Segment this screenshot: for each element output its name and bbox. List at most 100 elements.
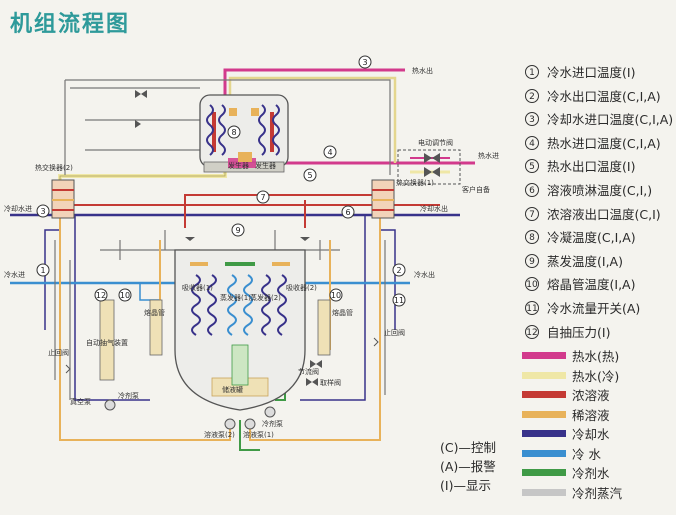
label-chilled-water-out: 冷水出 [414,270,435,279]
measure-point-number: 11 [525,300,539,315]
measure-point-item: 8 冷凝温度(C,I,A) [525,226,673,250]
color-legend-item: 冷剂蒸汽 [522,483,622,503]
measure-point-item: 1 冷水进口温度(I) [525,61,673,85]
outer-loops [54,79,391,400]
measure-point-number: 12 [525,324,539,339]
marker-6: 6 [341,205,355,219]
measure-point-number: 3 [525,112,539,127]
color-swatch [522,430,566,438]
label-hot-water-in: 热水进 [478,151,499,160]
svg-text:3: 3 [40,207,45,216]
label-motor-valve: 电动调节阀 [418,138,453,147]
color-legend-item: 稀溶液 [522,405,622,425]
svg-text:10: 10 [331,291,341,300]
label-chilled-water-in: 冷水进 [4,270,25,279]
label-vacuum-pump: 真空泵 [70,397,91,406]
melt-tube-right [317,299,331,356]
svg-text:3: 3 [362,58,367,67]
color-swatch [522,352,566,360]
color-legend-label: 冷剂蒸汽 [572,485,623,501]
measure-point-item: 10 熔晶管温度(I,A) [525,273,673,297]
color-swatch [522,410,566,418]
label-sample-valve: 取样阀 [320,378,341,387]
label-evaporator-right: 蒸发器(2) [250,293,281,302]
label-absorber-left: 吸收器(1) [182,283,213,292]
color-legend-label: 热水(冷) [572,368,620,384]
measure-point-number: 10 [525,277,539,292]
flow-diagram: 3 4 5 7 8 6 3 1 2 11 12 10 10 9 热水出 热水进 … [4,55,499,451]
marker-7: 7 [256,190,270,204]
label-hot-water-out: 热水出 [412,66,433,75]
label-melt-tube-right: 熔晶管 [332,308,353,317]
color-legend-label: 稀溶液 [572,407,610,423]
measure-point-number: 8 [525,230,539,245]
heat-exchanger-1 [371,179,395,219]
measure-point-label: 熔晶管温度(I,A) [547,277,636,293]
diagram-labels: 热水出 热水进 冷却水进 冷却水出 冷水进 冷水出 热交换器(2) 热交换器(1… [4,66,499,439]
color-legend-item: 冷却水 [522,424,622,444]
label-refrigerant-pump-top: 冷剂泵 [118,391,139,400]
code-legend-item: (A)—报警 [440,459,496,474]
measure-point-label: 冷凝温度(C,I,A) [547,230,636,246]
measure-point-label: 冷水进口温度(I) [547,65,636,80]
measure-point-item: 3 冷却水进口温度(C,I,A) [525,108,673,132]
svg-text:9: 9 [235,226,240,235]
measure-point-number: 9 [525,253,539,268]
color-legend-label: 浓溶液 [572,388,610,404]
label-absorber-right: 吸收器(2) [286,283,317,292]
melt-tube-left [149,299,163,356]
svg-text:10: 10 [120,291,130,300]
color-swatch [522,391,566,399]
page-title: 机组流程图 [10,12,131,37]
measure-point-label: 热水出口温度(I) [547,159,636,175]
svg-text:5: 5 [307,171,312,180]
motor-valve-assembly [397,149,461,185]
marker-12: 12 [94,288,108,302]
marker-5: 5 [303,168,317,182]
marker-1: 1 [36,263,50,277]
measure-point-number: 7 [525,206,539,221]
svg-text:2: 2 [396,266,401,275]
svg-text:7: 7 [260,193,265,202]
svg-text:8: 8 [231,128,236,137]
marker-8: 8 [227,125,241,139]
measure-point-label: 冷水出口温度(C,I,A) [547,88,661,104]
label-melt-tube-left: 熔晶管 [144,308,165,317]
svg-text:11: 11 [394,296,404,305]
label-generator-right: 发生器 [255,161,276,170]
code-legend-item: (I)—显示 [440,478,491,493]
label-storage: 储液罐 [222,385,243,394]
color-swatch [522,449,566,457]
color-legend-item: 冷剂水 [522,463,622,483]
label-auto-purge: 自动抽气装置 [86,338,128,347]
measure-markers: 3 4 5 7 8 6 3 1 2 11 12 10 10 9 [36,55,406,307]
label-hx1: 热交换器(1) [396,178,434,187]
label-generator-left: 发生器 [228,161,249,170]
upper-shell [199,94,289,173]
marker-2: 2 [392,263,406,277]
marker-9: 9 [231,223,245,237]
measure-point-label: 热水进口温度(C,I,A) [547,135,661,151]
heat-exchanger-2 [51,179,75,219]
label-customer-supply: 客户自备 [462,185,490,194]
measure-point-number: 4 [525,135,539,150]
measure-point-number: 1 [525,65,539,79]
color-legend-item: 热水(热) [522,346,622,366]
color-swatch [522,469,566,477]
code-legend-item: (C)—控制 [440,440,496,455]
measure-point-label: 溶液喷淋温度(C,I,) [547,182,653,198]
label-check-valve-left: 止回阀 [48,348,69,357]
measure-point-label: 冷却水进口温度(C,I,A) [547,112,674,128]
label-refrigerant-pump: 冷剂泵 [262,419,283,428]
color-legend-label: 冷却水 [572,427,610,443]
svg-text:6: 6 [345,208,350,217]
measure-point-item: 4 热水进口温度(C,I,A) [525,132,673,156]
color-legend-item: 冷 水 [522,444,622,464]
color-swatch [522,371,566,379]
pumps [104,399,276,430]
